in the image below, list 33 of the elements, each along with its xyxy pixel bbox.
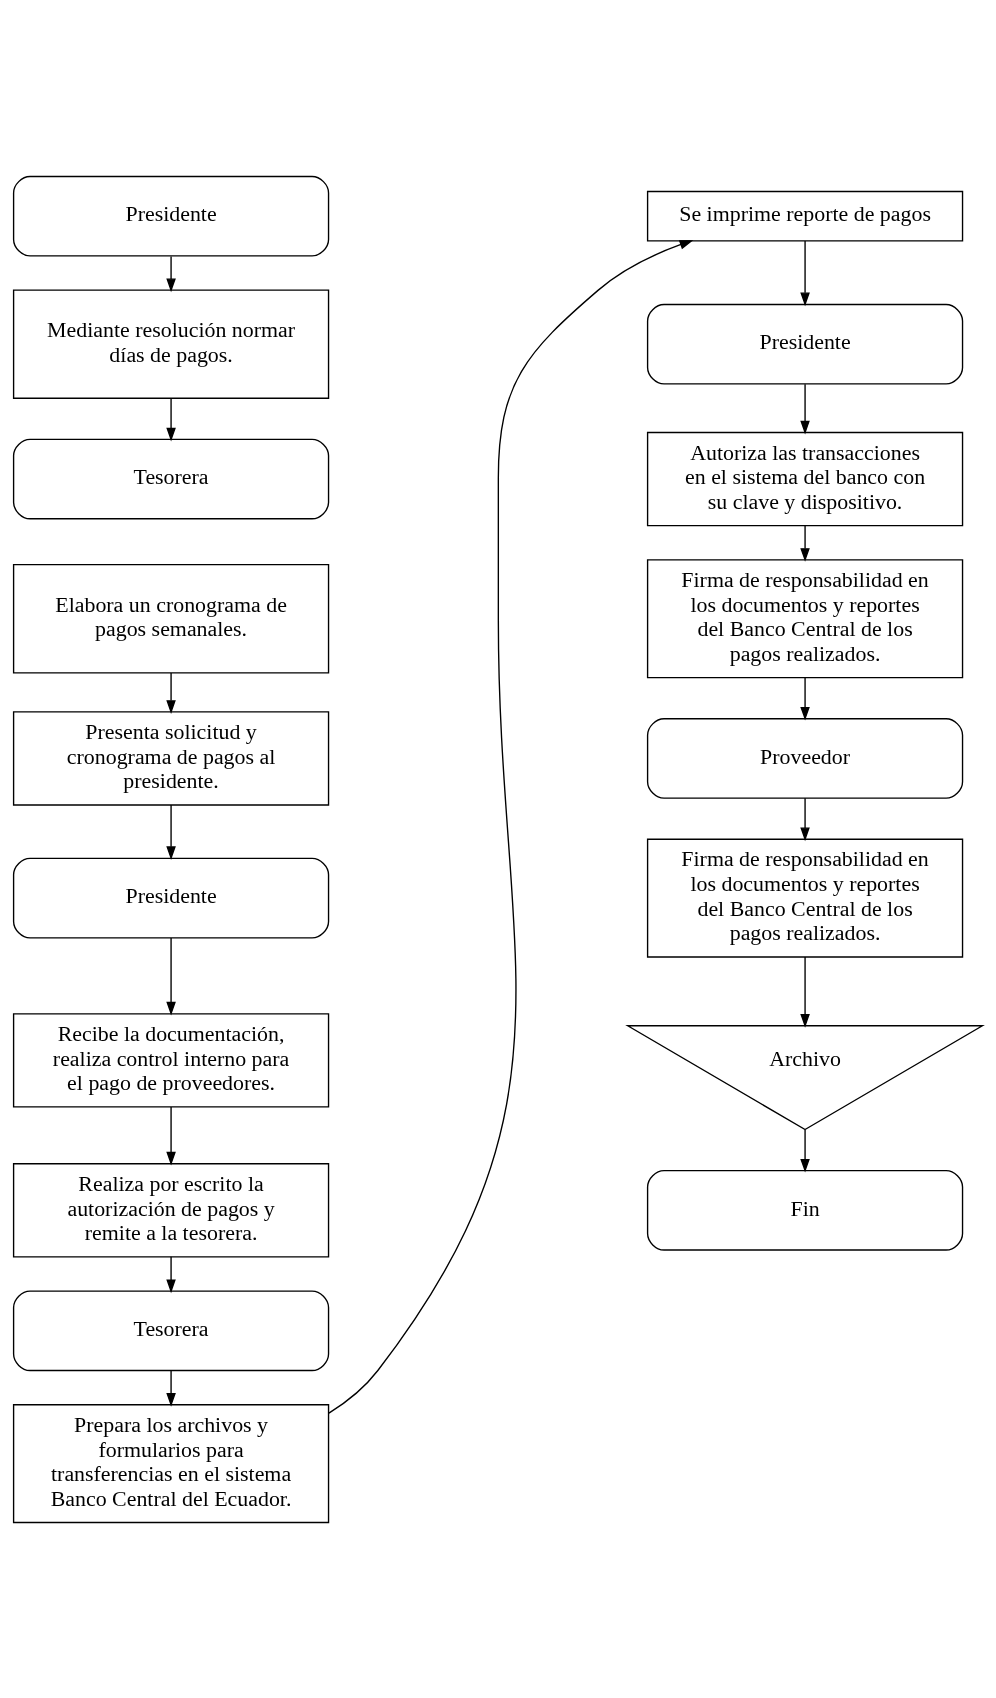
node-box: Recibe la documentación, realiza control interno para el pago de proveedores. [12, 1012, 330, 1108]
node-box: Firma de responsabilidad en los documentos y reportes del Banco Central de los pagos realizados. [646, 838, 964, 958]
node-box: Presidente [12, 857, 330, 938]
arrow [166, 1369, 176, 1407]
arrow [800, 797, 810, 841]
node-box: Prepara los archivos y formularios para transferencias en el sistema Banco Central del Ecuador. [12, 1403, 330, 1523]
node-box: Fin [646, 1169, 964, 1251]
arrow [800, 676, 810, 721]
node-box: Elabora un cronograma de pagos semanales. [12, 563, 330, 674]
arrow [800, 955, 810, 1028]
arrow [166, 1255, 176, 1293]
node-box: Realiza por escrito la autorización de pagos y remite a la tesorera. [12, 1162, 330, 1258]
node-box: Autoriza las transacciones en el sistema del banco con su clave y dispositivo. [646, 431, 964, 526]
node-box: Presidente [12, 175, 330, 257]
node-box: Tesorera [12, 438, 330, 519]
arrow [166, 671, 176, 714]
node-box: Firma de responsabilidad en los documentos y reportes del Banco Central de los pagos realizados. [646, 558, 964, 678]
arrow [166, 255, 176, 292]
arrow [166, 1105, 176, 1166]
node-box: Presenta solicitud y cronograma de pagos al presidente. [12, 710, 330, 806]
node-box: Presidente [646, 303, 964, 385]
arrow [800, 382, 810, 434]
arrow [800, 1128, 810, 1173]
arrow [328, 239, 694, 1414]
arrow [800, 239, 810, 306]
arrow [166, 397, 176, 441]
arrow [166, 936, 176, 1015]
arrow [800, 524, 810, 562]
node-box: Se imprime reporte de pagos [646, 190, 964, 242]
node-box: Proveedor [646, 717, 964, 799]
arrow [166, 803, 176, 860]
node-box: Mediante resolución normar días de pagos. [12, 288, 330, 399]
node-box: Tesorera [12, 1289, 330, 1371]
